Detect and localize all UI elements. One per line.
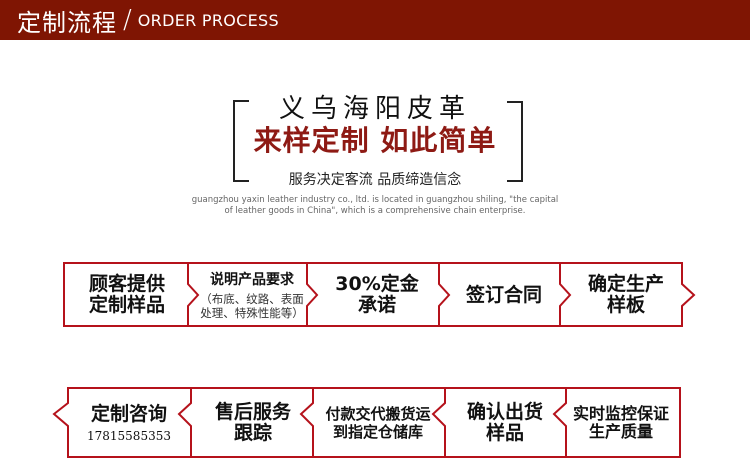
process-step-9: 售后服务 跟踪 [214, 401, 291, 444]
process-step-4: 签订合同 [465, 283, 542, 306]
process-step-10: 定制咨询 17815585353 [87, 402, 171, 443]
header-separator: / [123, 5, 132, 35]
process-step-8: 付款交代搬货运 到指定仓储库 [325, 405, 431, 441]
company-name: 义乌海阳皮革 [278, 94, 471, 124]
left-bracket-decoration [233, 100, 249, 182]
description-line-1: guangzhou yaxin leather industry co., lt… [191, 195, 559, 205]
process-step-5: 确定生产 样板 [587, 273, 664, 316]
description-line-2: of leather goods in China", which is a c… [224, 206, 526, 216]
phone-number: 17815585353 [87, 428, 171, 443]
header-title-en: ORDER PROCESS [137, 10, 279, 30]
process-step-1: 顾客提供 定制样品 [88, 273, 165, 316]
header-title-cn: 定制流程 [17, 8, 117, 37]
right-bracket-decoration [507, 101, 523, 182]
process-step-2: 说明产品要求 （布底、纹路、表面 处理、特殊性能等） [200, 271, 304, 320]
slogan: 来样定制 如此简单 [253, 124, 497, 157]
process-step-7: 确认出货 样品 [466, 401, 543, 444]
tagline: 服务决定客流 品质缔造信念 [288, 172, 462, 188]
row2-outline [52, 387, 681, 458]
process-step-3: 30%定金 承诺 [335, 273, 419, 316]
row1-outline [63, 262, 696, 327]
company-description: guangzhou yaxin leather industry co., lt… [0, 195, 750, 217]
section-header: 定制流程 / ORDER PROCESS [0, 0, 750, 40]
process-step-6: 实时监控保证 生产质量 [572, 404, 669, 441]
